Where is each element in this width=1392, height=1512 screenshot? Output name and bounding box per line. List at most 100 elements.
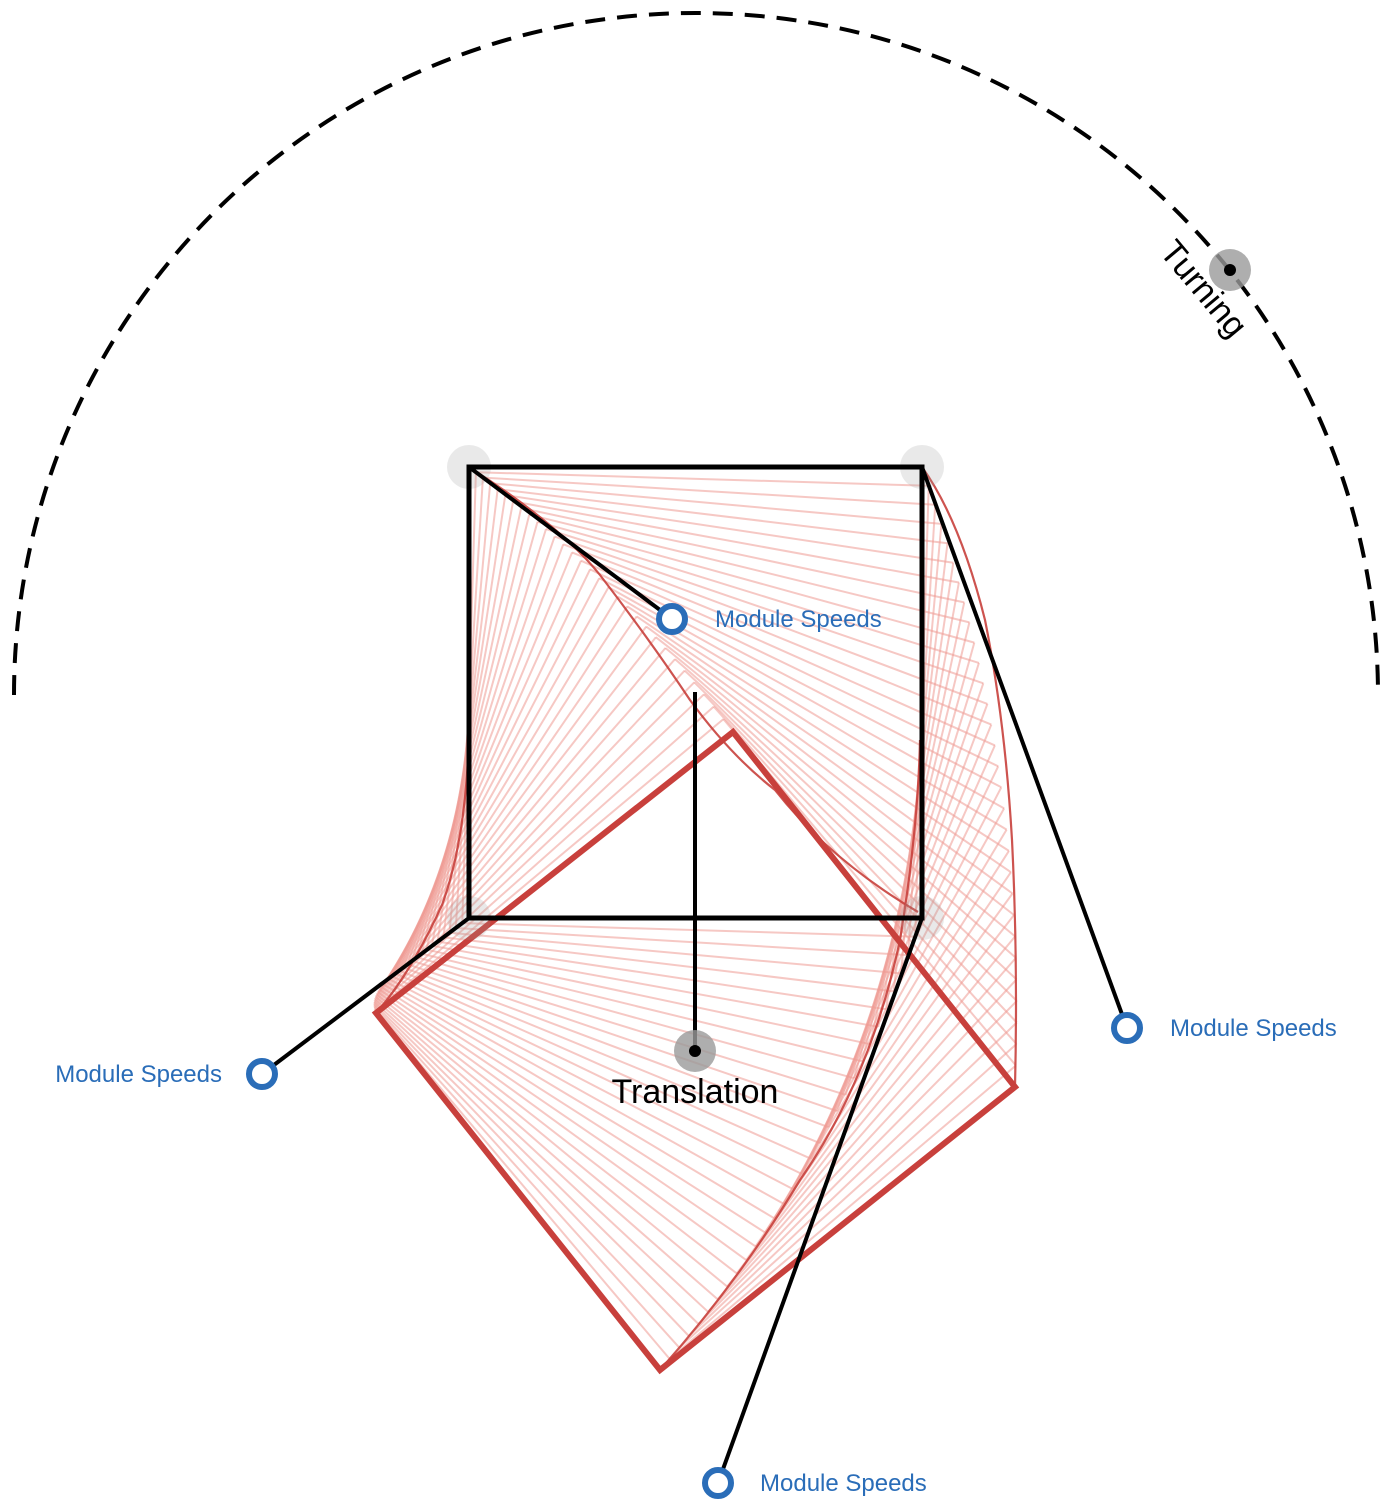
sweep-line bbox=[475, 471, 929, 487]
turning-label: Turning bbox=[1152, 233, 1254, 345]
module-vector-top-left bbox=[467, 465, 674, 621]
sweep-line bbox=[571, 551, 992, 726]
sweep-line bbox=[449, 931, 902, 975]
module-vector-bottom-right bbox=[716, 917, 924, 1484]
sweep-line bbox=[381, 986, 766, 1234]
sweep-line bbox=[782, 807, 1005, 1205]
sweep-line bbox=[545, 528, 980, 664]
sweep-line bbox=[589, 568, 999, 768]
sweep-line bbox=[377, 991, 747, 1261]
sweep-line bbox=[764, 850, 1010, 1234]
sweep-line bbox=[402, 966, 829, 1129]
sweep-line bbox=[645, 625, 1014, 895]
sweep-line bbox=[385, 586, 610, 983]
sweep-line bbox=[373, 1005, 690, 1337]
module-speeds-label-left: Module Speeds bbox=[55, 1061, 222, 1088]
sweep-line bbox=[374, 998, 719, 1301]
sweep-line bbox=[395, 972, 812, 1160]
sweep-line bbox=[664, 647, 1016, 938]
sweep-line bbox=[580, 559, 996, 747]
sweep-line bbox=[379, 988, 757, 1248]
sweep-line bbox=[373, 1007, 680, 1349]
sweep-line bbox=[373, 693, 705, 1007]
sweep-line bbox=[688, 1021, 1018, 1337]
sweep-line bbox=[383, 983, 775, 1220]
sweep-line bbox=[373, 705, 715, 1010]
sweep-line bbox=[512, 500, 960, 584]
module-handles[interactable] bbox=[246, 603, 1143, 1499]
sweep-line bbox=[693, 681, 1018, 1002]
sweep-line bbox=[617, 595, 1008, 831]
translation-handle[interactable] bbox=[674, 1030, 716, 1072]
sweep-line bbox=[636, 615, 1012, 874]
module-handle-top-icon[interactable] bbox=[656, 603, 688, 635]
sweep-line bbox=[431, 944, 879, 1028]
module-vectors bbox=[260, 465, 1129, 1484]
sweep-line bbox=[655, 636, 1015, 916]
turning-knob-icon[interactable] bbox=[1224, 264, 1236, 276]
sweep-line bbox=[455, 927, 909, 957]
sweep-line bbox=[490, 482, 942, 525]
sweep-line bbox=[745, 892, 1014, 1261]
sweep-line bbox=[374, 1010, 671, 1360]
sweep-line bbox=[388, 577, 601, 980]
trajectory-top-right bbox=[921, 466, 1018, 1088]
sweep-line bbox=[407, 963, 838, 1113]
sweep-line bbox=[684, 669, 1018, 981]
sweep-line bbox=[726, 935, 1016, 1288]
sweep-line bbox=[377, 626, 648, 993]
sweep-line bbox=[800, 765, 1000, 1175]
sweep-line bbox=[399, 969, 821, 1145]
module-handle-left-icon[interactable] bbox=[246, 1058, 278, 1090]
sweep-line bbox=[386, 981, 785, 1205]
sweep-line bbox=[716, 957, 1017, 1300]
sweep-line bbox=[626, 605, 1010, 852]
sweep-line bbox=[697, 1000, 1018, 1325]
sweep-line bbox=[505, 494, 954, 564]
sweep-line bbox=[554, 535, 984, 685]
sweep-line bbox=[374, 658, 676, 1000]
sweep-line bbox=[735, 914, 1015, 1275]
sweep-line bbox=[421, 952, 863, 1063]
trajectory-bottom-left bbox=[375, 734, 471, 1014]
sweep-line bbox=[528, 513, 970, 624]
sweep-line bbox=[674, 658, 1017, 959]
sweep-line bbox=[380, 605, 629, 988]
sweep-line bbox=[443, 936, 894, 993]
turning-handle[interactable] bbox=[1209, 249, 1251, 291]
sweep-line bbox=[678, 1043, 1018, 1349]
sweep-line bbox=[437, 940, 887, 1011]
sweep-line bbox=[374, 996, 728, 1288]
sweep-line bbox=[378, 615, 638, 991]
sweep-line bbox=[373, 669, 686, 1003]
module-vector-bottom-left bbox=[260, 916, 471, 1076]
sweep-line bbox=[707, 978, 1018, 1313]
sweep-line bbox=[391, 975, 803, 1175]
sweep-line bbox=[520, 507, 965, 604]
module-handle-bottom-icon[interactable] bbox=[702, 1467, 734, 1499]
sweep-line bbox=[426, 948, 871, 1046]
module-speeds-label-top: Module Speeds bbox=[715, 606, 882, 633]
sweep-line bbox=[375, 636, 657, 996]
sweep-line bbox=[374, 647, 667, 998]
module-handle-right-icon[interactable] bbox=[1111, 1012, 1143, 1044]
sweep-line bbox=[373, 1003, 700, 1325]
sweep-line bbox=[712, 705, 1018, 1045]
sweep-line bbox=[562, 543, 988, 705]
module-speeds-label-bottom: Module Speeds bbox=[760, 1470, 927, 1497]
sweep-line bbox=[462, 922, 916, 938]
sweep-line bbox=[376, 993, 738, 1275]
sweep-line bbox=[537, 520, 975, 644]
sweep-line bbox=[703, 693, 1018, 1024]
module-speeds-label-right: Module Speeds bbox=[1170, 1015, 1337, 1042]
sweep-line bbox=[482, 476, 936, 506]
sweep-line bbox=[373, 1000, 709, 1313]
translation-knob-icon[interactable] bbox=[689, 1045, 701, 1057]
sweep-line bbox=[668, 1064, 1017, 1360]
module-vector-top-right bbox=[920, 466, 1129, 1029]
sweep-line bbox=[773, 829, 1008, 1219]
sweep-line bbox=[416, 956, 855, 1080]
sweep-line bbox=[383, 596, 619, 986]
